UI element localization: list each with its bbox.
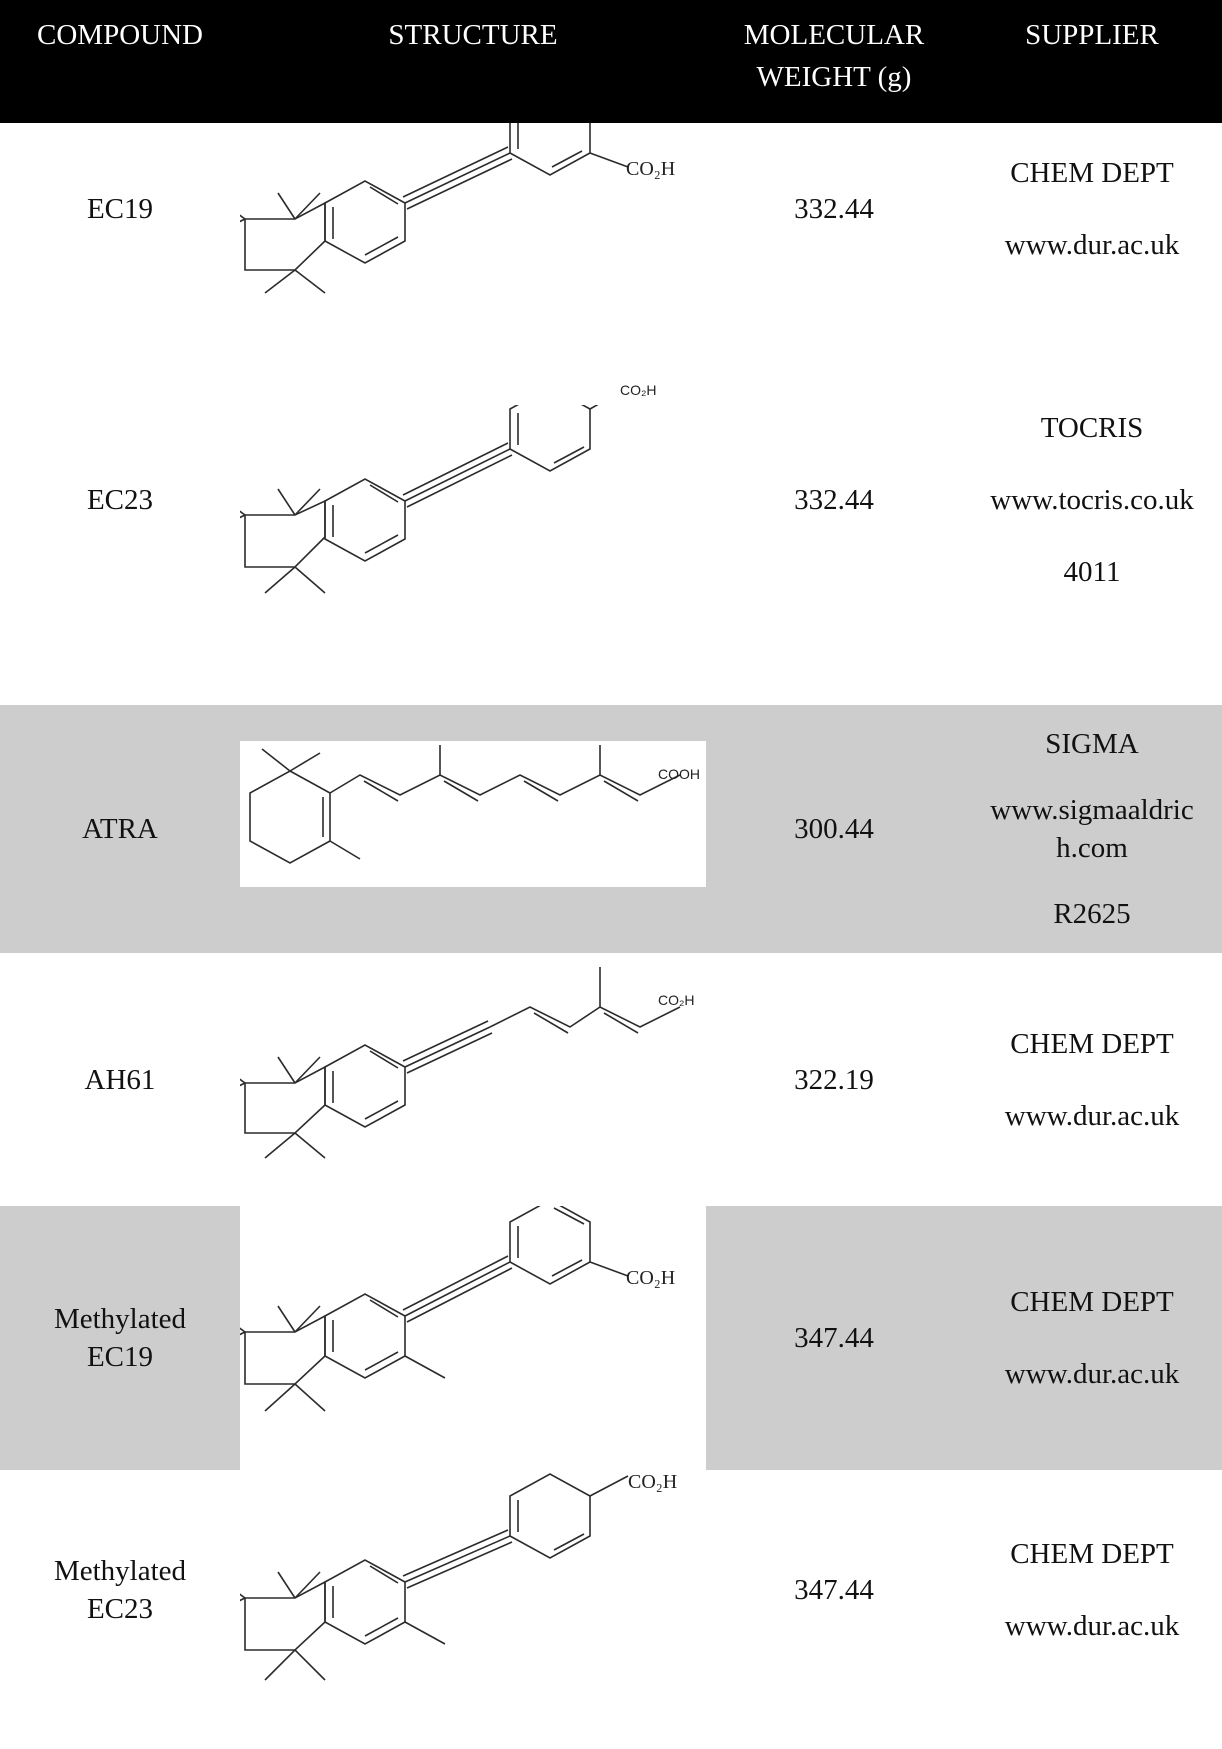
compound-name: Methylated EC23 [0,1470,240,1710]
compound-name-line: EC19 [86,1341,154,1373]
molecular-weight: 347.44 [794,1322,874,1354]
compound-name: EC23 [0,425,240,575]
supplier-info: SIGMA www.sigmaaldric h.com R2625 [962,705,1222,953]
structure-label: CO₂H [658,992,695,1008]
row-shading [0,1206,240,1470]
supplier-line: CHEM DEPT [1010,1027,1174,1060]
supplier-line: TOCRIS [1040,412,1144,444]
supplier-line: www.dur.ac.uk [1004,1358,1180,1390]
supplier-line: www.tocris.co.uk [990,484,1194,516]
molecular-weight: 347.44 [794,1574,874,1606]
compound-name: Methylated EC19 [0,1206,240,1470]
compound-name-line: ATRA [82,813,158,845]
structure-ec19: CO₂H [240,123,706,295]
table-row-ec23: EC23 CO₂H 332.44 [0,295,1222,705]
table-row-atra: ATRA COOH 300.44 SIGMA www.sigmaaldr [0,705,1222,953]
supplier-info: CHEM DEPT www.dur.ac.uk [962,1206,1222,1470]
molecule-drawing: CO₂H [240,123,675,294]
header-mw-line1: MOLECULAR [743,19,925,51]
structure-label: COOH [658,766,700,782]
supplier-line: CHEM DEPT [1010,1286,1174,1318]
compound-name-line: Methylated [53,1555,187,1587]
molecule-label-layer: CO₂H [620,382,657,398]
header-mw-line2: WEIGHT (g) [756,61,912,93]
header-compound: COMPOUND [37,19,203,51]
compound-name: AH61 [0,953,240,1206]
molecule-drawing: CO₂H [240,967,695,1159]
supplier-line: 4011 [1063,556,1121,588]
structure-label: CO₂H [620,382,657,398]
structure-methylated-ec19: CO₂H [240,1206,706,1446]
row-shading [706,1206,1222,1470]
structure-label: CO₂H [626,1267,675,1289]
supplier-line: SIGMA [1045,728,1139,760]
table-row-ec19: EC19 CO₂H 332.44 CHE [0,123,1222,295]
supplier-info: TOCRIS www.tocris.co.uk 4011 [962,295,1222,705]
supplier-line: www.sigmaaldric [990,794,1194,826]
header-structure: STRUCTURE [388,19,558,51]
compound-name: EC19 [0,123,240,295]
molecule-drawing: CO₂H [240,1471,677,1681]
supplier-info: CHEM DEPT www.dur.ac.uk [962,123,1222,295]
molecule-drawing [240,405,599,594]
structure-label: CO₂H [626,158,675,180]
structure-ec23: CO₂H [240,382,706,625]
supplier-line: CHEM DEPT [1010,1538,1174,1570]
compound-name-line: AH61 [84,1063,156,1096]
structure-label: CO₂H [628,1471,677,1493]
table-row-methylated-ec19: Methylated EC19 CO₂H [0,1206,1222,1470]
supplier-line: R2625 [1053,898,1131,930]
supplier-line: www.dur.ac.uk [1004,1099,1180,1132]
table-header: COMPOUND STRUCTURE MOLECULAR WEIGHT (g) … [0,0,1222,123]
compound-name-line: EC19 [86,193,154,225]
molecular-weight: 332.44 [794,484,874,516]
compound-name-line: EC23 [86,1593,154,1625]
molecular-weight: 300.44 [794,813,874,845]
molecular-weight: 332.44 [794,193,874,225]
row-shading [706,705,1222,953]
compound-name-line: Methylated [53,1303,187,1335]
header-molecular-weight: MOLECULAR WEIGHT (g) [706,14,962,98]
header-supplier: SUPPLIER [1025,19,1159,51]
table-row-ah61: AH61 CO₂H 322.19 CHEM DEPT [0,953,1222,1206]
compound-name: ATRA [0,705,240,953]
supplier-info: CHEM DEPT www.dur.ac.uk [962,953,1222,1206]
molecule-drawing: COOH [249,745,700,864]
table-row-methylated-ec23: Methylated EC23 CO₂H [0,1470,1222,1749]
structure-methylated-ec23: CO₂H [240,1470,706,1749]
molecular-weight: 322.19 [794,1063,874,1096]
supplier-line: CHEM DEPT [1010,157,1174,189]
supplier-info: CHEM DEPT www.dur.ac.uk [962,1470,1222,1710]
compound-name-line: EC23 [86,484,154,516]
supplier-line: www.dur.ac.uk [1004,229,1180,261]
structure-atra: COOH [240,741,706,887]
molecule-drawing: CO₂H [240,1206,675,1412]
supplier-line: h.com [1056,832,1128,864]
supplier-line: www.dur.ac.uk [1004,1610,1180,1642]
structure-ah61: CO₂H [240,953,706,1206]
